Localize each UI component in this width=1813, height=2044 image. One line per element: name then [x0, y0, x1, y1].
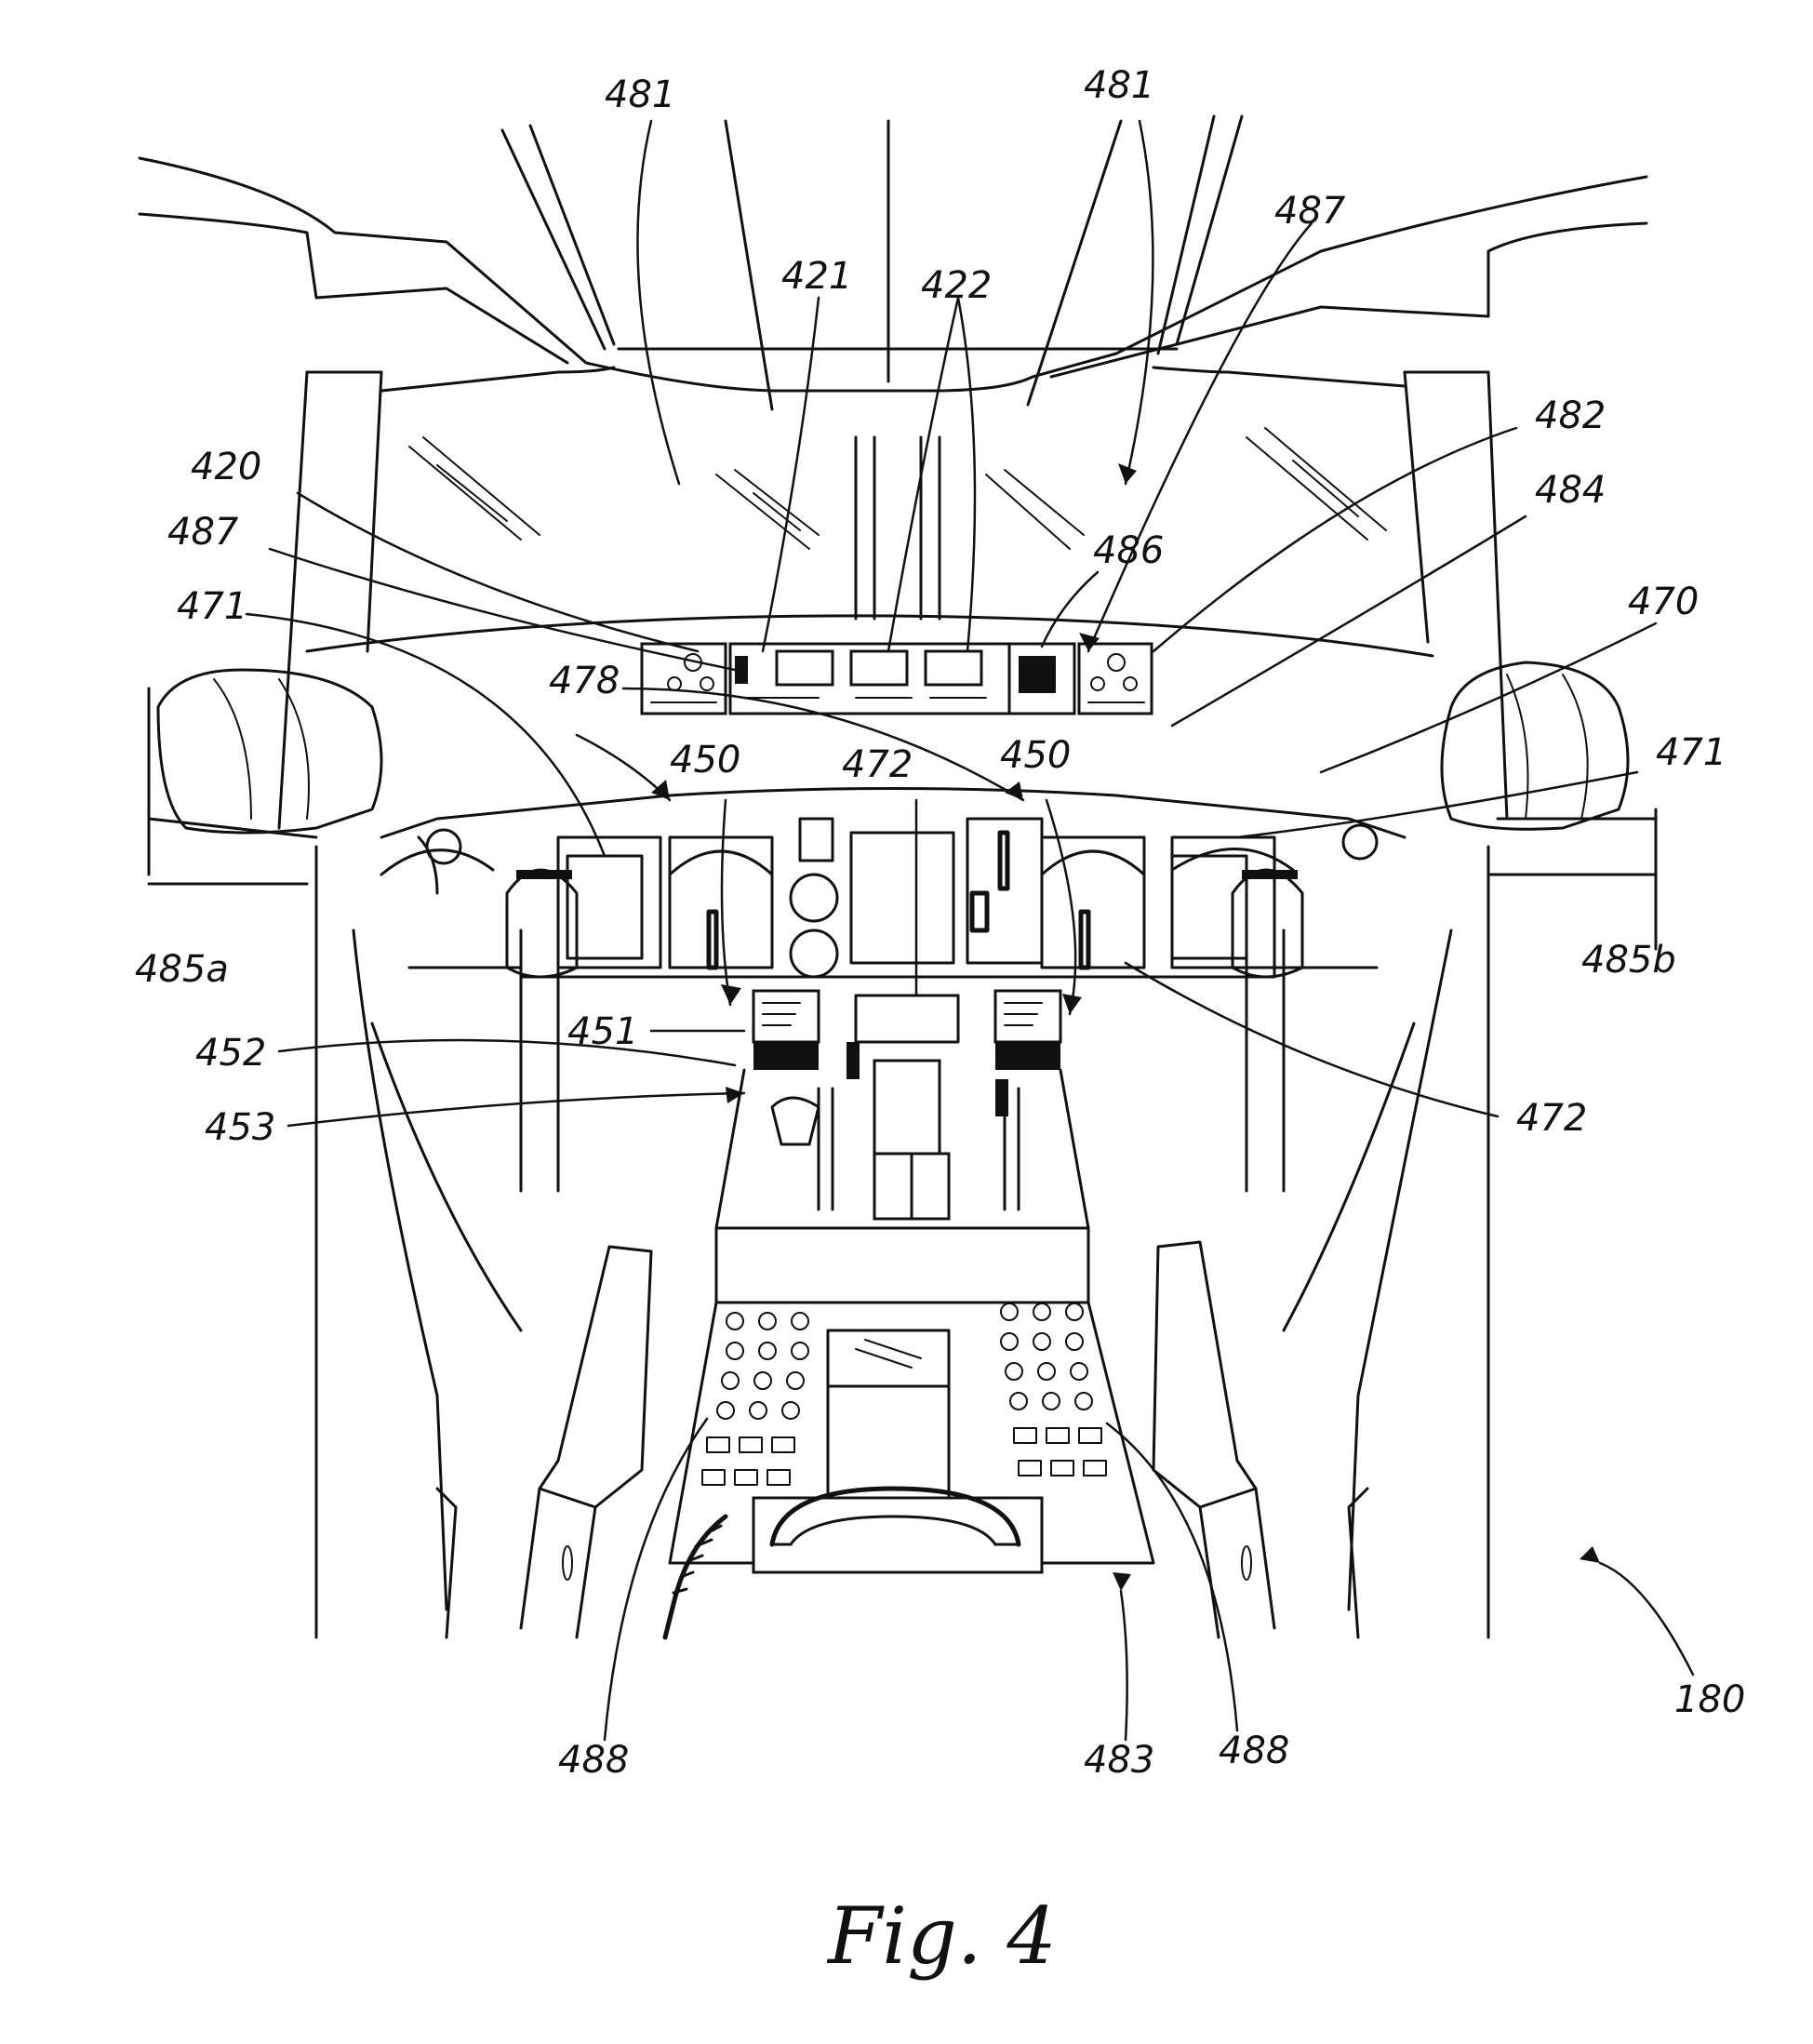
left-knob-grid	[702, 1313, 808, 1485]
right-seat-headrest	[1442, 662, 1656, 949]
label-452: 452	[195, 1032, 266, 1075]
label-481a: 481	[605, 73, 675, 116]
glareshield-panel	[307, 616, 1433, 714]
label-488a: 488	[558, 1739, 629, 1782]
label-471a: 471	[177, 585, 247, 628]
left-seat-armrest	[437, 1247, 651, 1637]
label-451: 451	[567, 1010, 638, 1053]
label-485a: 485a	[135, 948, 229, 991]
canopy-frame	[140, 116, 1646, 828]
label-481b: 481	[1084, 64, 1154, 107]
right-seat-armrest	[1153, 1242, 1367, 1637]
label-472b: 472	[1516, 1097, 1587, 1140]
label-470: 470	[1628, 581, 1699, 623]
label-482: 482	[1535, 394, 1606, 437]
label-450a: 450	[670, 739, 740, 782]
label-483: 483	[1084, 1739, 1154, 1782]
label-472a: 472	[842, 743, 913, 786]
label-420: 420	[191, 446, 261, 488]
label-484: 484	[1535, 469, 1606, 512]
right-knob-grid	[1001, 1303, 1106, 1476]
label-478: 478	[549, 660, 620, 702]
label-453: 453	[205, 1106, 275, 1149]
label-487b: 487	[1274, 190, 1346, 233]
label-422: 422	[921, 264, 992, 307]
label-180: 180	[1674, 1678, 1745, 1721]
label-450b: 450	[1000, 734, 1071, 777]
left-seat-headrest	[149, 670, 381, 875]
label-487a: 487	[167, 511, 239, 554]
label-486: 486	[1093, 529, 1164, 572]
figure-caption: Fig. 4	[826, 1890, 1057, 1982]
label-488b: 488	[1219, 1730, 1289, 1772]
main-instrument-panel	[381, 789, 1405, 1043]
label-421: 421	[781, 255, 852, 298]
label-485b: 485b	[1581, 939, 1676, 982]
control-pedestal	[665, 991, 1153, 1637]
label-471b: 471	[1656, 731, 1726, 774]
